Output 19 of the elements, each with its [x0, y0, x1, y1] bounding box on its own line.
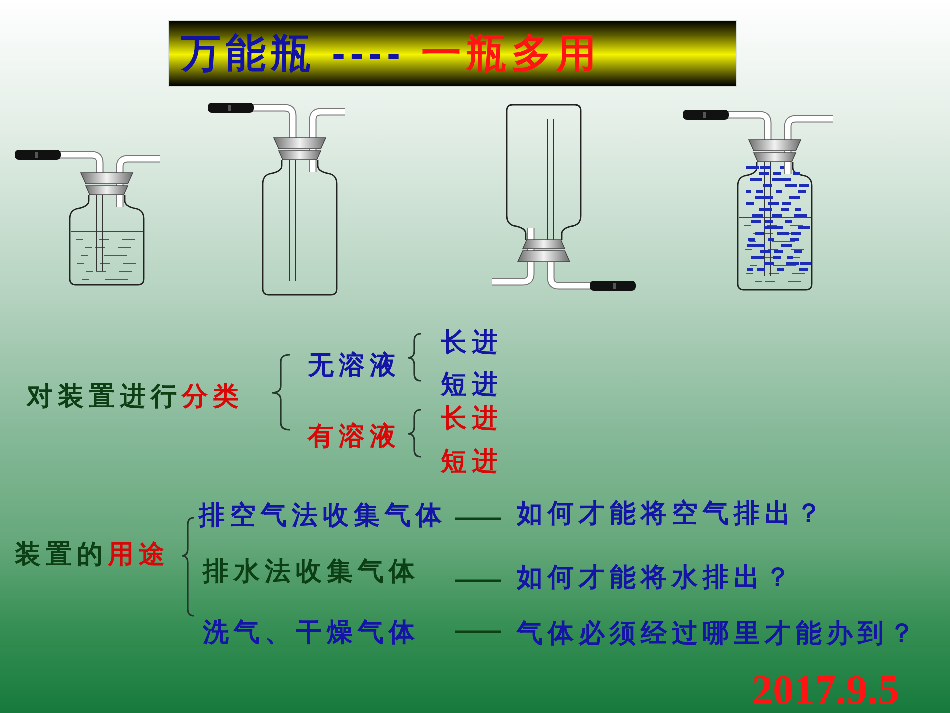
dash: ——: [455, 566, 501, 591]
date: 2017.9.5: [752, 669, 899, 713]
method-label: 排空气法收集气体: [199, 502, 447, 530]
category-label: 无溶液: [308, 352, 401, 380]
question-text: 如何才能将水排出？: [517, 564, 796, 592]
classification-heading: 对装置进行分类: [27, 383, 244, 410]
option-label: 短进: [441, 448, 503, 476]
method-label: 排水法收集气体: [203, 558, 420, 586]
option-label: 长进: [441, 329, 503, 356]
method-label: 洗气、干燥气体: [203, 619, 420, 646]
option-label: 短进: [441, 371, 503, 398]
option-label: 长进: [441, 405, 503, 432]
category-label: 有溶液: [308, 423, 401, 450]
question-text: 气体必须经过哪里才能办到？: [517, 620, 920, 648]
uses-heading: 装置的用途: [15, 541, 170, 568]
question-text: 如何才能将空气排出？: [517, 500, 827, 528]
title: 万能瓶 ---- 一瓶多用: [181, 34, 602, 74]
dash: ——: [455, 504, 501, 529]
dash: ——: [455, 618, 501, 642]
